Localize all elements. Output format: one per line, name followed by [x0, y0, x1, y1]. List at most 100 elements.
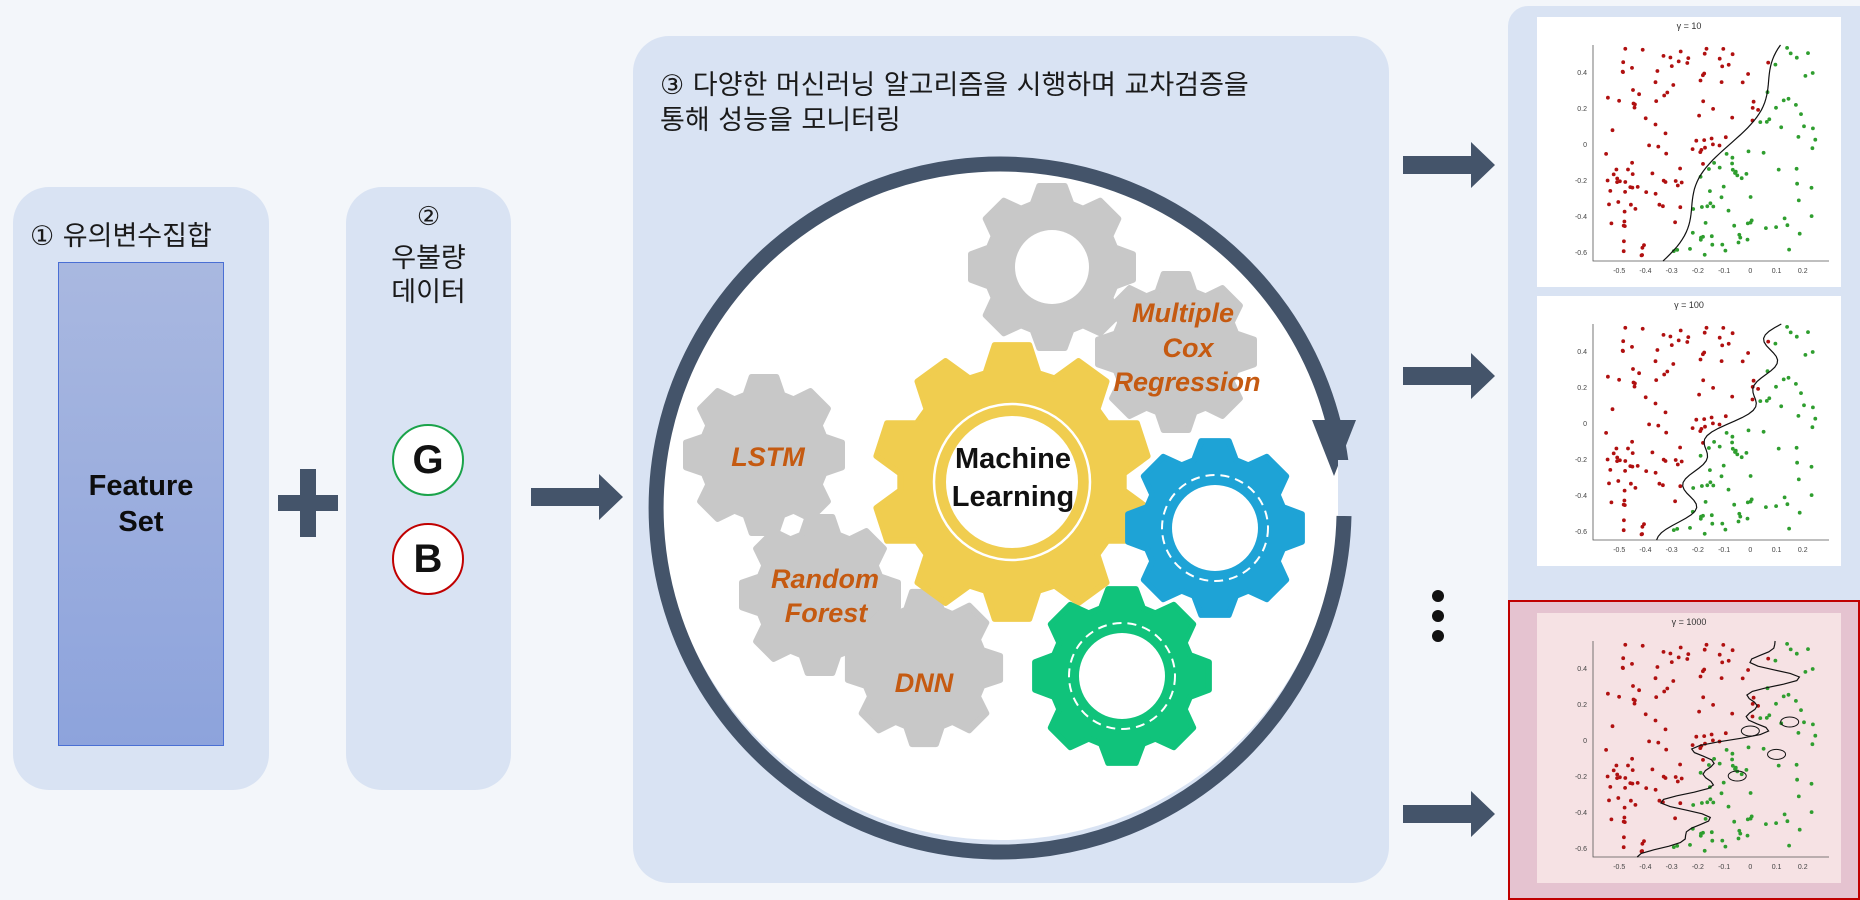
bad-class-point: [1678, 49, 1683, 54]
good-class-point: [1745, 237, 1750, 242]
bad-class-point: [1668, 55, 1673, 60]
bad-class-point: [1690, 426, 1695, 430]
good-class-point: [1721, 780, 1726, 785]
good-class-point: [1788, 330, 1793, 335]
bad-class-point: [1614, 446, 1619, 451]
bad-class-point: [1626, 763, 1630, 768]
x-tick-label: -0.4: [1639, 268, 1651, 275]
bad-class-point: [1607, 202, 1611, 207]
bad-class-point: [1678, 445, 1682, 450]
good-class-point: [1726, 487, 1731, 492]
bad-class-point: [1604, 152, 1608, 156]
good-class-point: [1761, 150, 1766, 155]
bad-class-point: [1653, 470, 1658, 475]
ellipsis-icon: [1432, 590, 1444, 642]
bad-class-point: [1647, 739, 1651, 744]
x-tick-label: -0.1: [1718, 864, 1730, 871]
good-class-point: [1719, 791, 1724, 796]
bad-class-point: [1746, 351, 1750, 355]
good-class-point: [1785, 325, 1789, 329]
good-class-point: [1810, 71, 1815, 75]
good-class-point: [1803, 670, 1808, 674]
gear-cox-gray-icon: [1095, 271, 1257, 433]
bad-class-point: [1616, 200, 1621, 204]
bad-class-point: [1656, 144, 1661, 149]
bad-class-point: [1711, 386, 1715, 390]
good-class-point: [1787, 526, 1791, 531]
good-class-point: [1705, 800, 1710, 805]
arrow-to-plot-1-icon: [1403, 142, 1495, 188]
bad-class-point: [1698, 357, 1703, 362]
bad-class-point: [1623, 776, 1628, 780]
feature-set-label-line1: Feature: [88, 470, 194, 502]
good-class-point: [1794, 382, 1798, 386]
good-class-point: [1809, 464, 1814, 469]
good-class-point: [1732, 502, 1737, 507]
x-tick-label: -0.4: [1639, 864, 1651, 871]
good-class-point: [1794, 699, 1798, 703]
bad-class-point: [1630, 66, 1634, 70]
good-class-point: [1764, 822, 1768, 826]
bad-class-point: [1704, 325, 1709, 330]
bad-class-point: [1628, 464, 1633, 468]
good-class-point: [1786, 375, 1791, 380]
good-class-point: [1691, 207, 1696, 211]
good-class-point: [1809, 214, 1814, 219]
bad-class-point: [1635, 464, 1640, 468]
decision-boundary: [1636, 640, 1801, 858]
good-class-point: [1746, 149, 1751, 154]
bad-class-point: [1657, 481, 1662, 486]
bad-class-point: [1623, 642, 1628, 647]
bad-class-point: [1620, 665, 1625, 670]
bad-class-point: [1637, 688, 1641, 693]
bad-class-point: [1678, 484, 1683, 489]
bad-class-point: [1621, 528, 1626, 533]
bad-class-point: [1698, 429, 1703, 433]
bad-class-point: [1750, 106, 1755, 110]
bad-class-point: [1726, 658, 1731, 663]
good-class-point: [1774, 701, 1778, 706]
bad-class-point: [1622, 835, 1626, 840]
good-class-point: [1719, 474, 1724, 479]
y-tick-label: 0.2: [1577, 385, 1587, 392]
bad-class-point: [1654, 695, 1659, 699]
bad-class-point: [1620, 348, 1625, 353]
good-bad-step-number: ②: [416, 202, 441, 232]
bad-class-point: [1621, 223, 1626, 228]
algo-label-lstm: LSTM: [731, 442, 805, 472]
good-class-point: [1797, 510, 1802, 515]
good-class-point: [1810, 425, 1815, 430]
bad-class-point: [1631, 684, 1635, 688]
bad-class-point: [1640, 532, 1644, 536]
bad-class-point: [1750, 714, 1755, 719]
good-bad-title-line1: 우불량: [391, 243, 466, 274]
good-class-point: [1788, 647, 1793, 652]
good-class-point: [1809, 781, 1814, 786]
bad-class-point: [1717, 422, 1722, 427]
bad-class-point: [1673, 458, 1678, 462]
good-class-point: [1708, 480, 1713, 485]
bad-class-point: [1756, 387, 1760, 391]
bad-class-point: [1663, 131, 1668, 136]
good-class-point: [1802, 720, 1806, 725]
bad-class-point: [1607, 798, 1611, 803]
bad-class-point: [1685, 340, 1690, 344]
bad-class-point: [1704, 46, 1709, 51]
bad-class-point: [1614, 763, 1619, 768]
bad-class-point: [1709, 415, 1714, 420]
good-class-point: [1709, 513, 1714, 518]
bad-class-point: [1629, 481, 1633, 486]
bad-class-point: [1686, 335, 1691, 339]
bad-class-point: [1623, 180, 1628, 184]
good-class-point: [1712, 757, 1716, 761]
decision-island: [1767, 748, 1787, 760]
bad-class-point: [1657, 202, 1662, 207]
arrow-to-plot-2-icon: [1403, 353, 1495, 399]
bad-class-point: [1614, 167, 1619, 172]
y-tick-label: 0.4: [1577, 70, 1587, 77]
good-class-point: [1796, 477, 1801, 482]
good-class-point: [1675, 844, 1680, 848]
bad-class-point: [1633, 207, 1638, 211]
bad-class-point: [1730, 394, 1735, 399]
bad-class-point: [1640, 841, 1645, 846]
